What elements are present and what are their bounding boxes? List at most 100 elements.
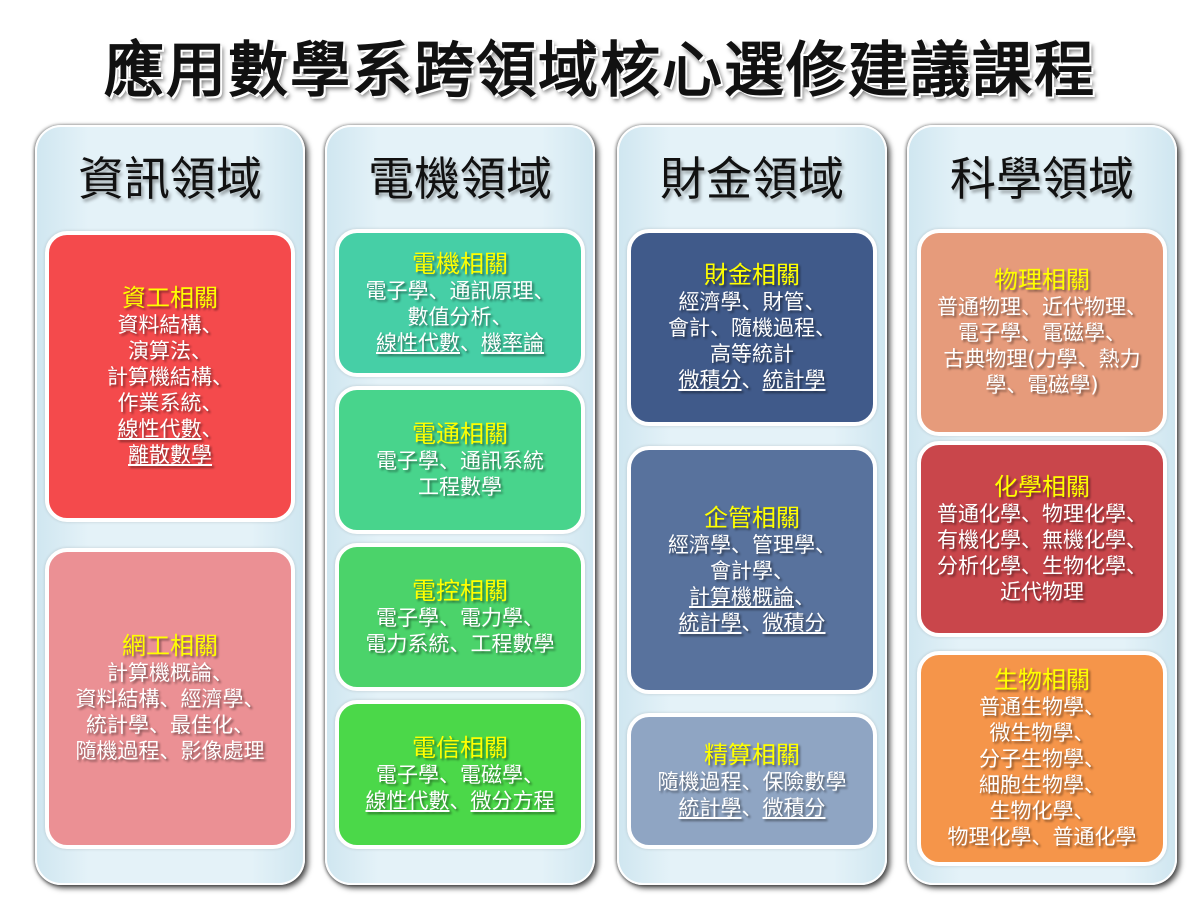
domain-column: 資訊領域資工相關資料結構、演算法、計算機結構、作業系統、線性代數、離散數學網工相… (35, 125, 305, 885)
course-card: 物理相關普通物理、近代物理、電子學、電磁學、古典物理(力學、熱力學、電磁學) (917, 229, 1167, 436)
course-text: 生物化學、 (989, 799, 1095, 823)
core-course-text: 微分方程 (470, 789, 555, 813)
course-line: 會計學、 (710, 558, 794, 584)
course-text: 計算機概論、 (107, 661, 233, 685)
course-text: 電力系統、工程數學 (365, 631, 555, 656)
course-line: 隨機過程、保險數學 (658, 769, 847, 795)
course-text: 電子學、電磁學、 (958, 321, 1126, 345)
course-text: 有機化學、無機化學、 (937, 527, 1147, 552)
course-text: 隨機過程、保險數學 (657, 769, 847, 794)
course-text: 分子生物學、 (979, 747, 1105, 771)
course-text: 會計、隨機過程、 (668, 316, 836, 340)
core-course-text: 微積分 (762, 795, 826, 820)
card-title: 電信相關 (412, 734, 508, 762)
course-line: 數值分析、 (408, 304, 513, 330)
course-line: 微生物學、 (990, 720, 1095, 746)
core-course-text: 線性代數 (365, 789, 450, 813)
course-card: 資工相關資料結構、演算法、計算機結構、作業系統、線性代數、離散數學 (45, 231, 295, 522)
course-line: 電子學、電磁學、 (958, 320, 1126, 346)
course-card: 財金相關經濟學、財管、會計、隨機過程、高等統計微積分、統計學 (627, 229, 877, 426)
course-line: 高等統計 (710, 341, 794, 367)
course-text: 近代物理 (1000, 579, 1084, 604)
course-line: 普通物理、近代物理、 (937, 294, 1147, 320)
domain-column: 科學領域物理相關普通物理、近代物理、電子學、電磁學、古典物理(力學、熱力學、電磁… (907, 125, 1177, 885)
course-text: 分析化學、生物化學、 (937, 553, 1147, 578)
course-text: 細胞生物學、 (979, 773, 1105, 797)
course-line: 學、電磁學) (985, 372, 1098, 398)
course-text: 學、電磁學) (985, 373, 1099, 397)
page-title: 應用數學系跨領域核心選修建議課程 (104, 36, 1096, 106)
course-line: 隨機過程、影像處理 (76, 738, 265, 764)
course-line: 工程數學 (418, 474, 502, 500)
course-line: 統計學、最佳化、 (86, 712, 254, 738)
course-text: 電子學、通訊原理、 (365, 278, 555, 303)
course-line: 經濟學、財管、 (679, 289, 826, 315)
course-line: 近代物理 (1000, 579, 1084, 605)
course-line: 作業系統、 (118, 390, 223, 416)
card-title: 資工相關 (122, 284, 218, 312)
course-card: 電通相關電子學、通訊系統工程數學 (335, 386, 585, 534)
course-line: 細胞生物學、 (979, 772, 1105, 798)
course-text: 會計學、 (710, 558, 794, 583)
course-text: 隨機過程、影像處理 (75, 739, 265, 763)
course-text: 、 (449, 789, 471, 813)
course-text: 作業系統、 (117, 391, 223, 415)
course-card: 精算相關隨機過程、保險數學統計學、微積分 (627, 713, 877, 849)
course-text: 經濟學、管理學、 (668, 532, 836, 557)
domain-heading: 資訊領域 (78, 152, 262, 206)
card-title: 化學相關 (994, 472, 1090, 501)
core-course-text: 機率論 (481, 330, 544, 355)
course-card: 網工相關計算機概論、資料結構、經濟學、統計學、最佳化、隨機過程、影像處理 (45, 548, 295, 849)
course-text: 高等統計 (710, 342, 794, 366)
course-line: 古典物理(力學、熱力 (943, 346, 1140, 372)
course-text: 電子學、通訊系統 (376, 448, 544, 473)
card-title: 財金相關 (704, 261, 800, 289)
core-course-text: 微積分 (678, 368, 742, 392)
course-text: 經濟學、財管、 (678, 290, 826, 314)
course-line: 電力系統、工程數學 (366, 631, 555, 657)
course-text: 、 (201, 417, 223, 441)
domain-heading: 科學領域 (950, 152, 1134, 206)
course-line: 演算法、 (128, 338, 212, 364)
course-line: 計算機概論、 (689, 584, 815, 610)
course-line: 普通生物學、 (979, 694, 1105, 720)
course-line: 電子學、通訊原理、 (366, 278, 555, 304)
course-text: 普通生物學、 (979, 695, 1105, 719)
course-line: 物理化學、普通化學 (948, 824, 1137, 850)
course-line: 資料結構、 (118, 312, 223, 338)
course-text: 、 (741, 795, 763, 820)
course-text: 、 (794, 584, 815, 609)
course-card: 電機相關電子學、通訊原理、數值分析、線性代數、機率論 (335, 229, 585, 377)
core-course-text: 線性代數 (117, 417, 202, 441)
course-text: 電子學、電磁學、 (376, 763, 544, 787)
course-line: 線性代數、 (118, 416, 223, 442)
course-line: 資料結構、經濟學、 (76, 686, 265, 712)
domain-column: 財金領域財金相關經濟學、財管、會計、隨機過程、高等統計微積分、統計學企管相關經濟… (617, 125, 887, 885)
course-line: 生物化學、 (990, 798, 1095, 824)
core-course-text: 離散數學 (128, 443, 212, 467)
course-card: 電控相關電子學、電力學、電力系統、工程數學 (335, 543, 585, 691)
domain-column: 電機領域電機相關電子學、通訊原理、數值分析、線性代數、機率論電通相關電子學、通訊… (325, 125, 595, 885)
course-line: 統計學、微積分 (679, 795, 826, 821)
core-course-text: 線性代數 (376, 330, 460, 355)
course-line: 線性代數、機率論 (376, 330, 544, 356)
course-text: 資料結構、 (117, 313, 223, 337)
course-card: 企管相關經濟學、管理學、會計學、計算機概論、統計學、微積分 (627, 446, 877, 694)
course-card: 電信相關電子學、電磁學、線性代數、微分方程 (335, 700, 585, 849)
course-card: 化學相關普通化學、物理化學、有機化學、無機化學、分析化學、生物化學、近代物理 (917, 441, 1167, 637)
course-text: 資料結構、經濟學、 (75, 687, 265, 711)
card-title: 電控相關 (412, 576, 508, 605)
core-course-text: 統計學 (678, 610, 742, 635)
course-text: 演算法、 (128, 339, 212, 363)
course-card: 生物相關普通生物學、微生物學、分子生物學、細胞生物學、生物化學、物理化學、普通化… (917, 651, 1167, 866)
course-line: 計算機結構、 (107, 364, 233, 390)
course-text: 統計學、最佳化、 (86, 713, 254, 737)
course-line: 經濟學、管理學、 (668, 532, 836, 558)
core-course-text: 計算機概論 (689, 584, 794, 609)
course-text: 、 (741, 610, 763, 635)
course-line: 計算機概論、 (107, 660, 233, 686)
course-line: 電子學、通訊系統 (376, 448, 544, 474)
card-title: 電機相關 (412, 249, 508, 278)
course-line: 線性代數、微分方程 (366, 788, 555, 814)
core-course-text: 微積分 (762, 610, 826, 635)
